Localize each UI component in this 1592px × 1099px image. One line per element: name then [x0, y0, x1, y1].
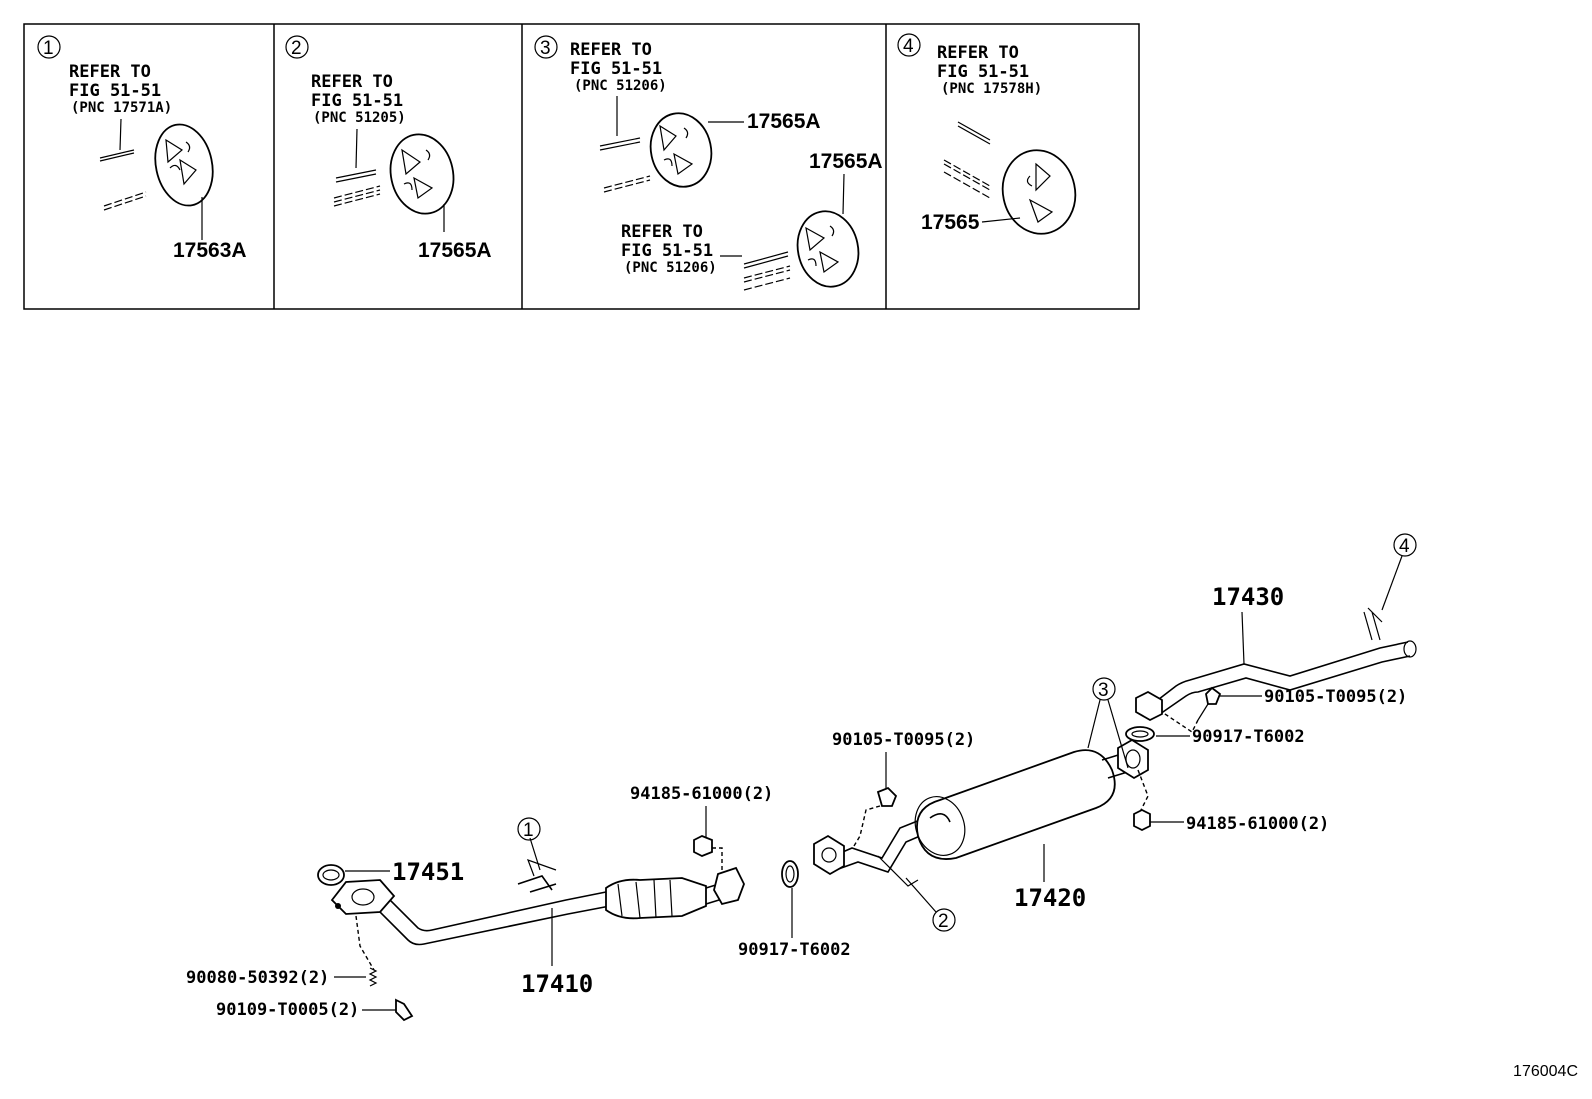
part-90917-T6002-a: 90917-T6002: [738, 940, 851, 960]
part-17420: 17420: [1014, 884, 1086, 912]
inset-panels: [23, 23, 1140, 310]
inset-1-number: 1: [43, 38, 54, 59]
part-90109-T0005: 90109-T0005(2): [216, 1000, 359, 1020]
front-pipe-17410: [330, 837, 745, 946]
inset-1: 1 REFER TO FIG 51-51 (PNC 17571A) 17563A: [37, 35, 247, 262]
nut-94185-right: 94185-61000(2): [1133, 769, 1329, 834]
inset-3: 3 REFER TO FIG 51-51 (PNC 51206) 17565A …: [534, 35, 883, 291]
inset-1-part: 17563A: [173, 239, 247, 262]
part-17410: 17410: [521, 970, 593, 998]
inset-3-part-top: 17565A: [747, 110, 821, 133]
inset-1-fig: FIG 51-51: [69, 81, 161, 101]
callout-3: 3: [1098, 680, 1109, 701]
inset-3-fig-b: FIG 51-51: [621, 241, 713, 261]
hanger-rubber-icon: [649, 112, 713, 188]
gasket-90917-right: 90917-T6002: [1125, 726, 1305, 747]
inset-3-part-bottom: 17565A: [809, 150, 883, 173]
inset-4-fig: FIG 51-51: [937, 62, 1029, 82]
part-90105-T0095-b: 90105-T0095(2): [1264, 687, 1407, 707]
callout-2: 2: [938, 911, 949, 932]
inset-2-part: 17565A: [418, 239, 492, 262]
hanger-rubber-icon: [1001, 149, 1077, 235]
part-17430: 17430: [1212, 583, 1284, 611]
hanger-rubber-icon: [154, 123, 214, 207]
inset-2: 2 REFER TO FIG 51-51 (PNC 51205) 17565A: [285, 35, 492, 262]
inset-3-fig: FIG 51-51: [570, 59, 662, 79]
inset-2-pnc: (PNC 51205): [313, 110, 406, 126]
part-17451: 17451: [392, 858, 464, 886]
bolt-90105-right: 90105-T0095(2): [1161, 686, 1407, 734]
part-90917-T6002-b: 90917-T6002: [1192, 727, 1305, 747]
callout-1: 1: [523, 820, 534, 841]
part-90105-T0095-a: 90105-T0095(2): [832, 730, 975, 750]
part-94185-61000-a: 94185-61000(2): [630, 784, 773, 804]
gasket-90917-left: 90917-T6002: [738, 860, 851, 960]
inset-4-part: 17565: [921, 211, 980, 234]
hanger-rubber-icon: [389, 133, 455, 215]
part-90080-50392: 90080-50392(2): [186, 968, 329, 988]
inset-4: 4 REFER TO FIG 51-51 (PNC 17578H) 17565: [897, 33, 1077, 235]
inset-3-pnc: (PNC 51206): [574, 78, 667, 94]
callout-4: 4: [1399, 536, 1410, 557]
inset-3-refer-b: REFER TO: [621, 222, 703, 242]
inset-2-refer: REFER TO: [311, 72, 393, 92]
inset-1-refer: REFER TO: [69, 62, 151, 82]
inset-3-number: 3: [540, 38, 551, 59]
figure-id: 176004C: [1513, 1063, 1578, 1080]
spring-bolt-left: 90080-50392(2) 90109-T0005(2): [186, 915, 414, 1022]
nut-94185-left: 94185-61000(2): [630, 784, 773, 870]
hanger-rubber-icon: [796, 210, 860, 288]
inset-2-number: 2: [291, 38, 302, 59]
inset-4-pnc: (PNC 17578H): [941, 81, 1042, 97]
gasket-17451: 17451: [317, 858, 464, 886]
inset-4-number: 4: [903, 36, 914, 57]
inset-4-refer: REFER TO: [937, 43, 1019, 63]
inset-3-pnc-b: (PNC 51206): [624, 260, 717, 276]
muffler-17420: 17420: [813, 738, 1149, 912]
inset-3-refer: REFER TO: [570, 40, 652, 60]
inset-1-pnc: (PNC 17571A): [71, 100, 172, 116]
part-94185-61000-b: 94185-61000(2): [1186, 814, 1329, 834]
inset-2-fig: FIG 51-51: [311, 91, 403, 111]
bolt-90105-left: 90105-T0095(2): [832, 730, 975, 847]
tail-pipe-17430: 17430: [1135, 583, 1417, 722]
